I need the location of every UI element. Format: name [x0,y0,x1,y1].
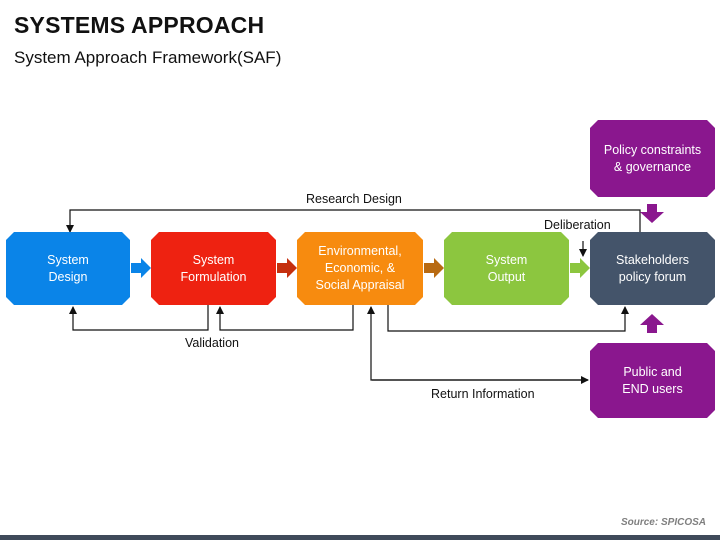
validation-label: Validation [185,336,239,350]
validation-line-left [69,305,209,331]
arrow-public-up [640,314,664,333]
public-users-label: Public and END users [622,364,683,396]
system-design-label: System Design [47,252,89,284]
arrow-green [570,258,590,278]
appraisal-box: Environmental, Economic, & Social Apprai… [297,232,423,305]
system-output-label: System Output [485,252,528,284]
appraisal-to-stakeholders-line [387,305,629,332]
system-formulation-label: System Formulation [180,252,247,284]
arrow-orange [424,258,444,278]
public-users-box: Public and END users [590,343,715,418]
source-credit: Source: SPICOSA [620,517,706,528]
research-design-label: Research Design [306,192,402,206]
deliberation-label: Deliberation [544,218,611,232]
validation-line-right [216,305,354,331]
appraisal-label: Environmental, Economic, & Social Apprai… [315,244,405,292]
footer-bar [0,535,720,540]
return-information-up-line [367,306,588,381]
arrow-blue [131,258,151,278]
page-subtitle: System Approach Framework(SAF) [14,48,282,67]
page-title: SYSTEMS APPROACH [14,12,265,38]
policy-constraints-label: Policy constraints & governance [603,142,702,174]
arrow-red [277,258,297,278]
return-information-label: Return Information [431,387,535,401]
stakeholders-label: Stakeholders policy forum [616,252,689,284]
research-design-line [66,209,641,233]
arrow-policy-down [640,204,664,223]
policy-constraints-box: Policy constraints & governance [590,120,715,197]
system-design-box: System Design [6,232,130,305]
system-output-box: System Output [444,232,569,305]
stakeholders-box: Stakeholders policy forum [590,232,715,305]
system-formulation-box: System Formulation [151,232,276,305]
